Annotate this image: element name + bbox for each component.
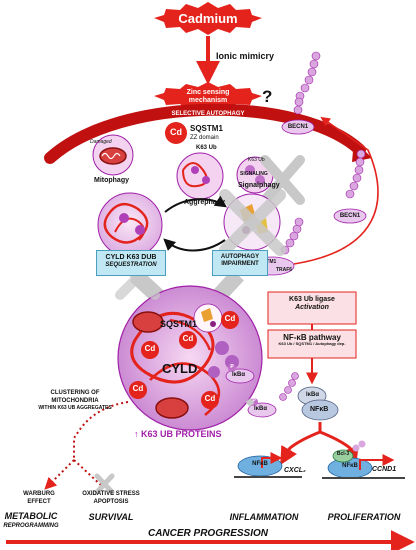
ikba-nfkb-complex-icon — [297, 386, 339, 421]
ubiquitin-chain-right-icon — [279, 372, 299, 401]
nfkb-gene-b-label: NFκB — [342, 463, 358, 469]
becn1-top-node — [281, 119, 315, 135]
nfkb-pathway-box — [267, 329, 357, 359]
free-ikba-label: IκBα — [254, 406, 268, 412]
clustering-line2: MITOCHONDRIA — [51, 398, 99, 404]
becn1-top-label: BECN1 — [287, 124, 309, 130]
warburg-line2: EFFECT — [27, 499, 51, 505]
branch-to-proliferation-arrow — [319, 430, 359, 466]
cyld-sequestration-box: CYLD K63 DUB SEQUESTRATION — [96, 250, 166, 276]
cell-cd-label-5: Cd — [224, 314, 236, 323]
cyld-line1: CYLD K63 DUB — [105, 254, 157, 261]
k63-ligase-line1: K63 Ub ligase — [289, 296, 335, 303]
ikba-in-cell-node — [225, 368, 255, 384]
signalphagy-label: Signalphagy — [238, 182, 280, 189]
ionic-mimicry-label: Ionic mimicry — [216, 51, 275, 61]
zinc-question-mark: ? — [262, 87, 273, 106]
nfkb-pathway-title: NF-κB pathway — [283, 333, 341, 342]
free-p-label: P — [252, 398, 256, 404]
damaged-label: Damaged — [90, 139, 112, 145]
clustering-line3: WITHIN K63 UB AGGREGATES — [38, 405, 112, 411]
selective-autophagy-label: SELECTIVE AUTOPHAGY — [171, 111, 245, 117]
k63-ligase-line2: Activation — [295, 304, 329, 312]
cancer-progression-label: CANCER PROGRESSION — [147, 528, 268, 539]
aggrephagy-label: Aggrephagy — [184, 199, 225, 206]
signaling-label: SIGNALING — [240, 171, 268, 177]
k63-ligase-box — [267, 291, 357, 325]
k63-proteins-label: ↑ K63 UB PROTEINS — [134, 429, 222, 440]
nfkb-gene-left-icon — [234, 452, 302, 478]
zz-domain-label: ZZ domain — [190, 135, 219, 141]
warburg-dotted-line — [44, 459, 75, 490]
mitophagy-label: Mitophagy — [94, 177, 129, 184]
reprogramming-label: REPROGRAMMING — [3, 523, 59, 529]
up-arrow-icon: ↑ — [134, 429, 139, 439]
cell-cyld-label: CYLD — [162, 361, 198, 376]
survival-label: SURVIVAL — [88, 512, 134, 522]
cell-p-label: P — [230, 364, 234, 370]
k63-proteins-text: K63 UB PROTEINS — [141, 429, 222, 439]
right-ikba-label: IκBα — [306, 392, 320, 398]
mitochondria-clustering-dotted-line — [73, 401, 129, 460]
k63-ub-label: K63 Ub — [196, 145, 217, 151]
ubiquitin-chain-top-icon — [295, 51, 321, 101]
ubiquitin-chain-mid-icon — [345, 149, 366, 199]
nfkb-gene-a-label: NFκB — [252, 461, 268, 467]
cell-cd-label-1: Cd — [144, 344, 156, 353]
cadmium-starburst-icon — [154, 2, 262, 35]
oxidative-dotted-line — [73, 459, 105, 489]
blocked-x-icon — [260, 155, 305, 205]
sqstm1-traf6-label-b: TRAF6 — [275, 267, 293, 273]
nfkb-pathway-sub: K63 Ub / SQSTM1 / Autophagy dep. — [278, 341, 346, 347]
becn1-mid-node — [333, 208, 367, 224]
ikba-free-node — [247, 402, 277, 418]
branch-to-inflammation-arrow — [280, 422, 322, 466]
autophagy-line1: AUTOPHAGY — [220, 254, 260, 260]
warburg-line1: WARBURG — [23, 491, 55, 497]
oxidative-blocked-x-icon — [94, 473, 115, 495]
sqstm1-label: SQSTM1 — [190, 124, 223, 133]
clustering-line1: CLUSTERING OF — [50, 390, 100, 396]
aggrephagy-icon — [176, 152, 224, 200]
right-nfkb-label: NFκB — [310, 406, 329, 413]
ccnd1-label: CCND1 — [372, 466, 397, 473]
oxidative-line2: APOPTOSIS — [93, 499, 129, 505]
cell-ikba-label: IκBα — [232, 372, 246, 378]
autophagy-line2: IMPAIRMENT — [221, 260, 259, 267]
oxidative-line1: OXIDATIVE STRESS — [82, 491, 140, 497]
proliferation-label: PROLIFERATION — [327, 512, 401, 522]
k63-ligase-text: K63 Ub ligase Activation — [268, 296, 356, 324]
traf6-to-becn1-arrow — [293, 116, 379, 265]
nfkb-gene-right-icon — [322, 440, 405, 479]
autophagy-impairment-box: AUTOPHAGY IMPAIRMENT — [212, 250, 268, 276]
cycle-arrow-bottom — [163, 238, 226, 252]
sqstm1-cd-label: Cd — [170, 127, 182, 137]
inflammation-label: INFLAMMATION — [229, 512, 299, 522]
becn1-mid-label: BECN1 — [339, 213, 361, 219]
selective-autophagy-arc — [44, 103, 366, 164]
cd-badges-icon — [129, 311, 239, 409]
cd-badge-icon — [165, 122, 187, 144]
cxcl2-label: CXCL₂ — [284, 467, 306, 474]
cell-to-ikba-arrow — [245, 398, 255, 407]
mitophagy-icon — [92, 134, 134, 176]
cell-cd-label-2: Cd — [182, 334, 194, 343]
k63ub-small-label: K63 Ub — [248, 157, 265, 163]
ubiquitin-chain-top-link — [293, 97, 304, 115]
cycle-arrow-top — [164, 195, 227, 213]
central-aggregate-cell-icon — [117, 285, 263, 431]
nfkb-pathway-text: NF-κB pathway K63 Ub / SQSTM1 / Autophag… — [268, 333, 356, 357]
cell-cd-label-3: Cd — [132, 384, 144, 393]
zinc-sensing-label: Zinc sensing mechanism — [186, 89, 230, 104]
bcl3-label: Bcl-3 — [336, 451, 350, 457]
cadmium-title: Cadmium — [178, 11, 238, 26]
cyld-line2: SEQUESTRATION — [105, 262, 157, 269]
aggregate-bubble-left-icon — [97, 192, 163, 258]
autophagy-blocked-x-icon — [219, 189, 286, 256]
metabolic-label: METABOLIC — [4, 511, 58, 521]
cell-cd-label-4: Cd — [204, 394, 216, 403]
phospho-p-icon — [228, 364, 236, 372]
cell-sqstm1-label: SQSTM1 — [160, 319, 198, 329]
